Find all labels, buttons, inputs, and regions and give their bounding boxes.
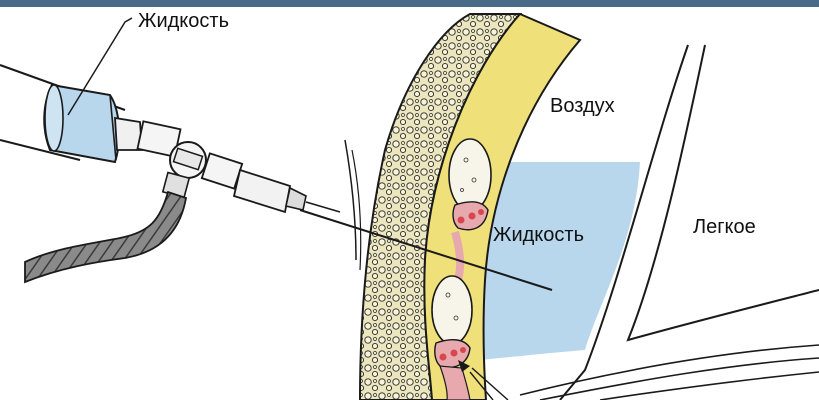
diaphragm-line-3 — [600, 372, 819, 400]
intercostal-bundle-upper — [449, 139, 491, 230]
needle-icon — [234, 170, 340, 212]
lung-inner-outline — [628, 45, 819, 340]
label-fluid-syringe: Жидкость — [138, 10, 229, 33]
label-air: Воздух — [550, 95, 615, 118]
stopcock-icon — [115, 118, 242, 198]
skin-fold — [345, 140, 356, 260]
diaphragm-line-1 — [520, 345, 819, 395]
diaphragm-line-2 — [540, 358, 819, 400]
drainage-tube-icon — [25, 192, 186, 282]
label-lung: Легкое — [693, 216, 756, 239]
label-fluid-pleural: Жидкость — [493, 224, 584, 247]
syringe-icon — [44, 85, 119, 162]
